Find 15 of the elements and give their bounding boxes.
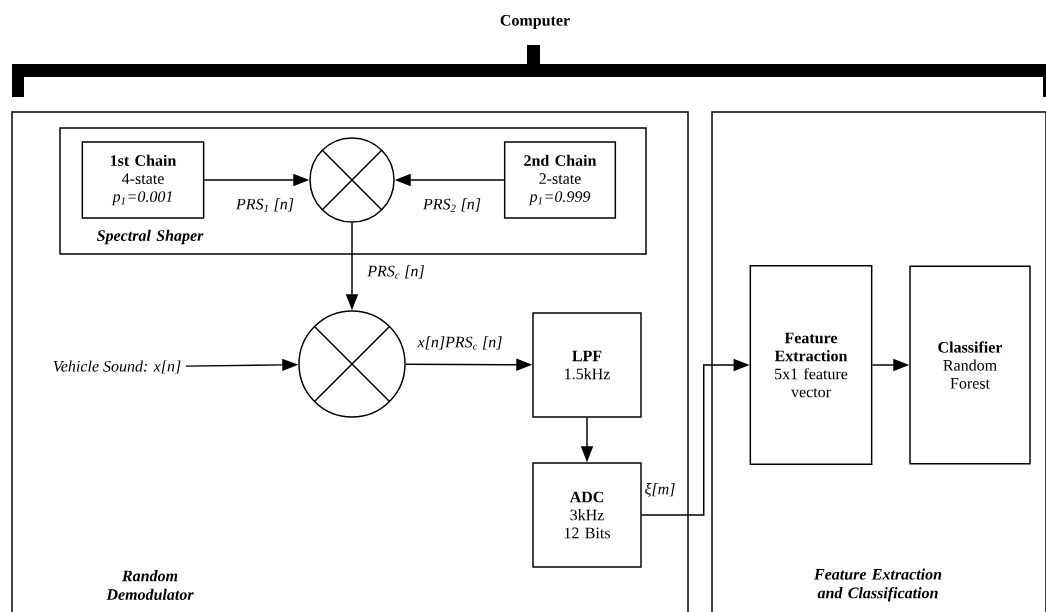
mixer-symbol — [309, 137, 395, 223]
edge-label: PRS$_{2}$ [n] — [421, 196, 483, 214]
block-box: 1st Chain 4-state p$_{1}$=0.001 — [81, 141, 205, 219]
edge-label: PRS$_{c}$ [n] — [365, 263, 427, 281]
block-box: Feature Extraction 5x1 feature vector — [749, 264, 873, 466]
mixer-symbol — [298, 310, 406, 418]
input-label: Vehicle Sound: x[n] — [53, 360, 181, 374]
block-box: Classifier Random Forest — [909, 265, 1031, 465]
edge-label: PRS$_{1}$ [n] — [234, 196, 296, 214]
edge-label: ξ[m] — [643, 481, 677, 499]
block-box: LPF 1.5kHz — [532, 312, 642, 418]
bus-title: Computer — [500, 15, 570, 29]
block-box: 2nd Chain 2-state p$_{1}$=0.999 — [503, 141, 617, 219]
edge-label: x[n]PRS$_{c}$ [n] — [416, 334, 504, 352]
block-box: ADC 3kHz 12 Bits — [532, 462, 642, 568]
